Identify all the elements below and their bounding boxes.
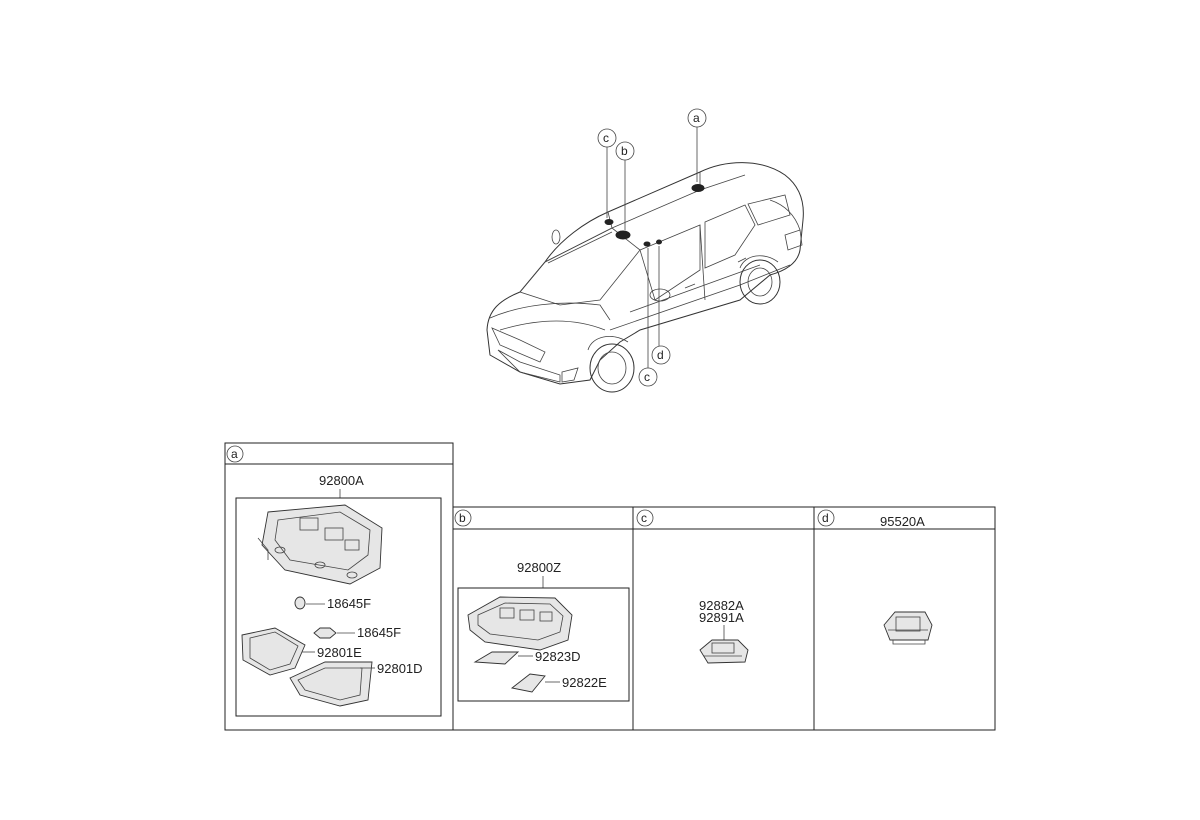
- panel-a-header-circle: [226, 445, 244, 463]
- panel-a: a 92800A 18645F 18645F 92801E: [224, 442, 454, 731]
- panel-a-header: a: [231, 447, 238, 461]
- panel-c: c 92882A 92891A: [632, 506, 815, 731]
- room-lamp-assembly-illustration: [257, 504, 383, 585]
- panel-c-header-circle: [636, 509, 654, 527]
- car-callouts: a b c c d: [597, 108, 707, 387]
- callout-c-bottom-label: c: [644, 370, 650, 384]
- panel-d-header: d: [822, 511, 829, 525]
- callout-a-circle: [687, 108, 707, 128]
- panel-b-header: b: [459, 511, 466, 525]
- part-92822e-label: 92822E: [562, 675, 607, 690]
- callout-c-top-label: c: [603, 131, 609, 145]
- lens-92823d-illustration: [473, 651, 520, 665]
- callout-c-bottom-circle: [638, 367, 658, 387]
- panel-a-assembly-label: 92800A: [319, 473, 364, 488]
- switch-assembly-illustration: [883, 611, 933, 645]
- lens-92822e-illustration: [510, 673, 546, 693]
- part-92801e-label: 92801E: [317, 645, 362, 660]
- front-lamp-mark: [604, 219, 614, 225]
- overhead-console-lamp-mark: [615, 230, 631, 240]
- lens-92801d-illustration: [289, 661, 373, 707]
- festoon-bulb-illustration: [313, 627, 337, 639]
- vehicle-illustration: [486, 162, 804, 393]
- callout-d-circle: [651, 345, 671, 365]
- part-92801d-label: 92801D: [377, 661, 423, 676]
- panel-b: b 92800Z 92823D 92822E: [452, 506, 634, 731]
- overhead-console-illustration: [467, 596, 573, 651]
- part-18645f-b-label: 18645F: [357, 625, 401, 640]
- switch-mark: [656, 239, 662, 245]
- callout-c-top-circle: [597, 128, 617, 148]
- panel-b-assembly-label: 92800Z: [517, 560, 561, 575]
- panel-c-header: c: [641, 511, 647, 525]
- panel-d-header-circle: [817, 509, 835, 527]
- vanity-lamp-illustration: [699, 639, 749, 664]
- panel-d-title: 95520A: [880, 514, 925, 529]
- panel-d: d 95520A: [813, 506, 996, 731]
- part-92882a-label: 92882A: [699, 598, 744, 613]
- pillar-lamp-mark: [643, 241, 651, 247]
- callout-b-circle: [615, 141, 635, 161]
- part-92891a-label: 92891A: [699, 610, 744, 625]
- callout-a-label: a: [693, 111, 700, 125]
- panel-b-header-circle: [454, 509, 472, 527]
- bulb-illustration: [294, 596, 306, 610]
- rear-room-lamp-mark: [691, 184, 705, 192]
- part-92823d-label: 92823D: [535, 649, 581, 664]
- callout-d-label: d: [657, 348, 664, 362]
- callout-b-label: b: [621, 144, 628, 158]
- lens-92801e-illustration: [241, 627, 306, 676]
- part-18645f-a-label: 18645F: [327, 596, 371, 611]
